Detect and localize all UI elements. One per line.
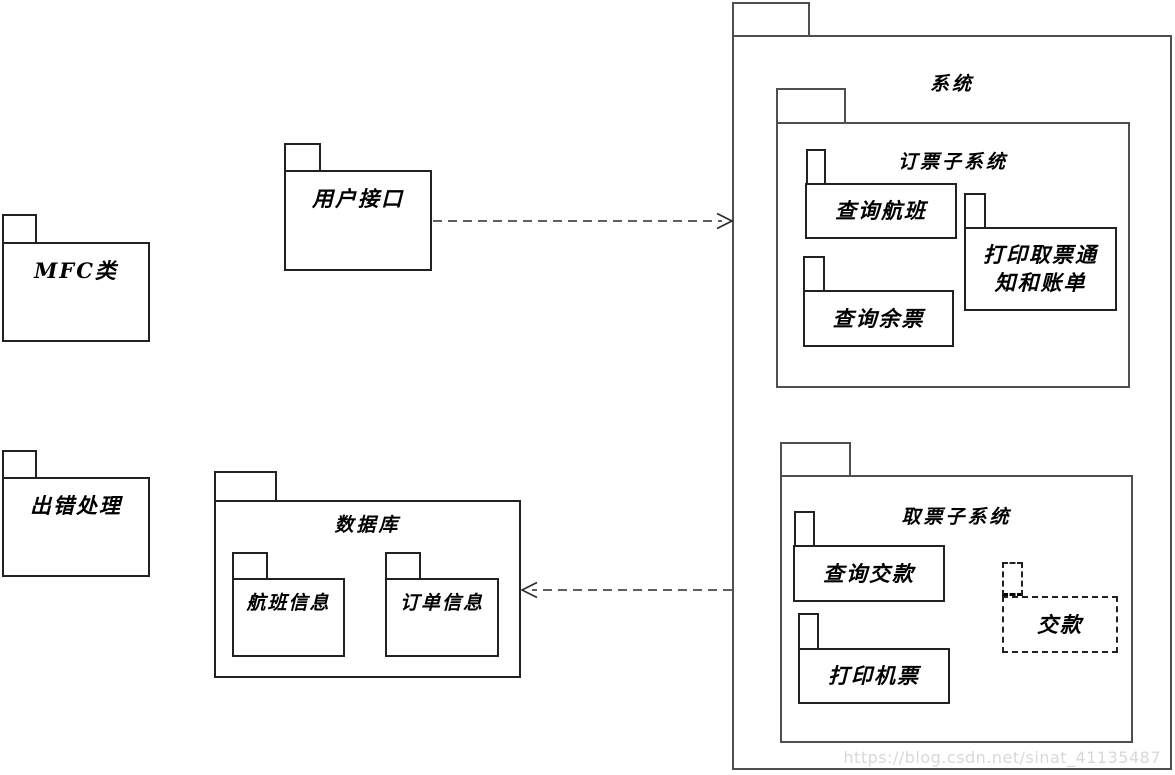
package-booking-subsystem-tab [776, 88, 846, 122]
package-system-tab [732, 2, 810, 35]
package-print-ticket-tab [798, 613, 819, 648]
package-flight-info: 航班信息 [232, 578, 345, 657]
package-payment-tab [1002, 562, 1023, 596]
package-user-interface-label: 用户接口 [312, 186, 404, 211]
package-flight-info-label: 航班信息 [246, 592, 331, 614]
package-system-label: 系统 [929, 73, 974, 95]
package-flight-info-tab [232, 552, 268, 578]
package-query-remaining-tickets: 查询余票 [803, 290, 954, 347]
package-payment-label: 交款 [1037, 611, 1083, 637]
package-query-payment-label: 查询交款 [823, 560, 915, 586]
package-booking-subsystem-label: 订票子系统 [897, 151, 1008, 173]
package-payment: 交款 [1002, 596, 1118, 653]
package-pickup-subsystem-label: 取票子系统 [901, 506, 1012, 528]
package-query-remaining-tickets-tab [803, 256, 825, 290]
package-mfc-label: MFC类 [34, 258, 118, 283]
package-order-info-tab [385, 552, 421, 578]
package-order-info: 订单信息 [385, 578, 499, 657]
package-mfc: MFC类 [2, 242, 150, 342]
package-print-ticket-label: 打印机票 [828, 663, 920, 689]
package-query-flights: 查询航班 [805, 183, 957, 239]
watermark: https://blog.csdn.net/sinat_41135487 [843, 748, 1161, 767]
package-query-flights-label: 查询航班 [835, 198, 927, 224]
package-query-remaining-tickets-label: 查询余票 [832, 305, 925, 331]
package-error-handling-tab [2, 450, 37, 477]
package-query-payment-tab [794, 511, 815, 545]
package-query-payment: 查询交款 [793, 545, 945, 602]
package-print-ticket: 打印机票 [798, 648, 950, 704]
package-database-tab [214, 471, 277, 500]
package-order-info-label: 订单信息 [399, 592, 484, 614]
package-error-handling-label: 出错处理 [30, 493, 122, 518]
package-print-pickup-notice-label: 打印取票通知和账单 [983, 241, 1098, 295]
package-print-pickup-notice: 打印取票通知和账单 [964, 227, 1117, 311]
package-database-label: 数据库 [334, 514, 401, 536]
package-print-pickup-notice-tab [964, 193, 986, 227]
package-error-handling: 出错处理 [2, 477, 150, 577]
package-query-flights-tab [806, 149, 826, 183]
package-mfc-tab [2, 214, 37, 242]
package-pickup-subsystem-tab [780, 442, 851, 475]
arrow-system-to-database [520, 581, 732, 599]
arrow-user-interface-to-system [433, 212, 734, 230]
package-user-interface-tab [284, 143, 321, 170]
package-user-interface: 用户接口 [284, 170, 432, 271]
